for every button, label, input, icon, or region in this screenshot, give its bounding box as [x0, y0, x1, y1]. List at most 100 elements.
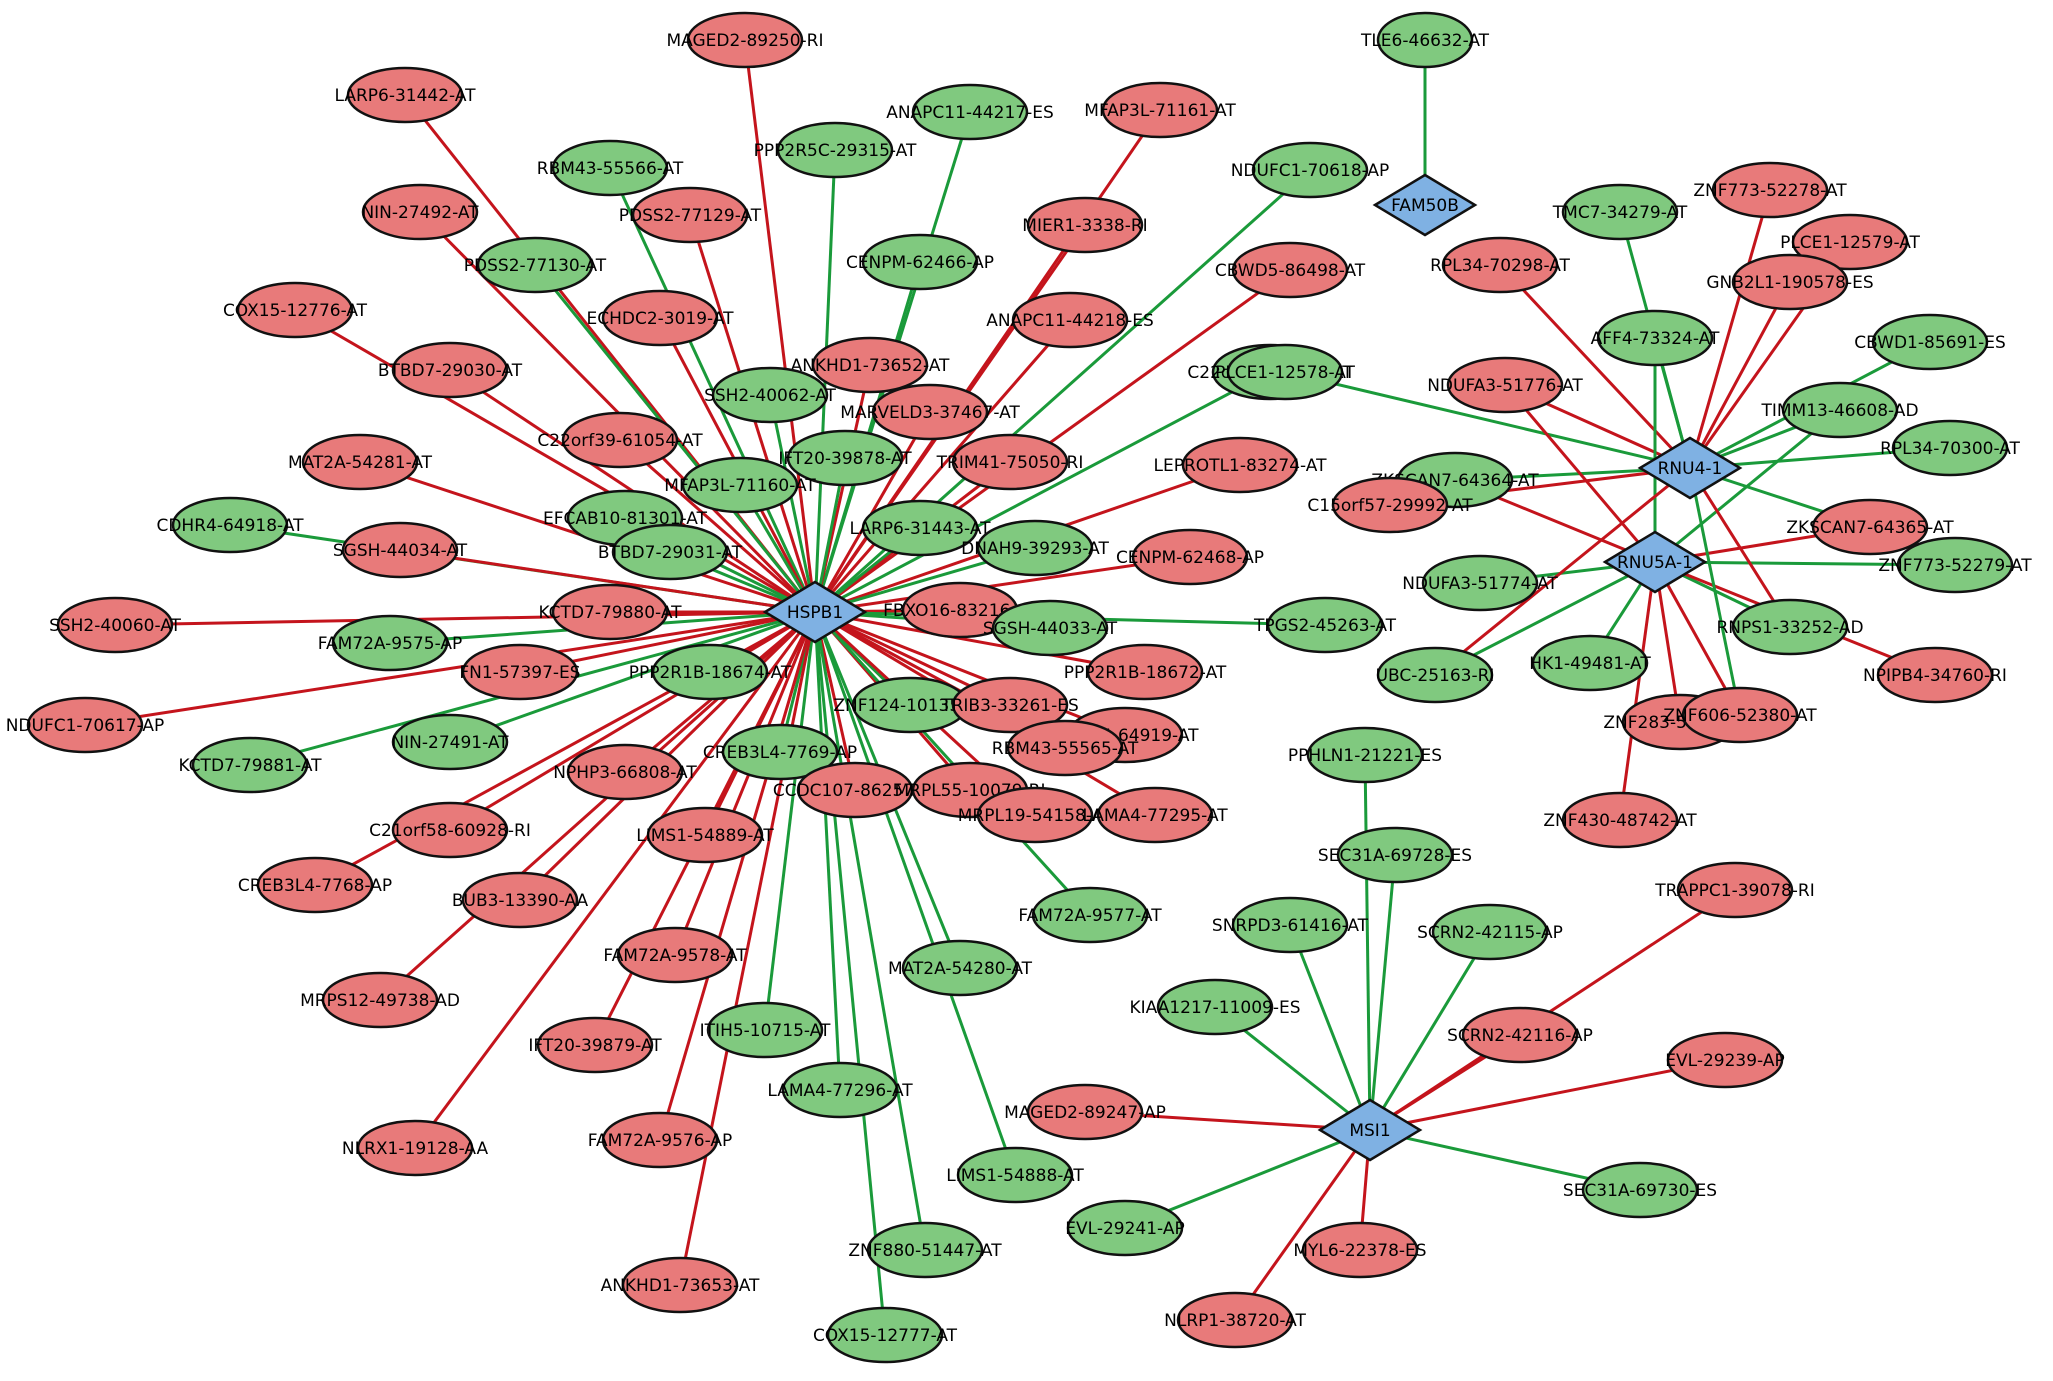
gene-node[interactable]: C21orf58-60928-RI: [369, 801, 531, 859]
gene-node[interactable]: MARVELD3-37467-AT: [840, 383, 1020, 441]
gene-node[interactable]: CDHR4-64918-AT: [156, 496, 304, 554]
gene-node[interactable]: MAGED2-89247-AP: [1004, 1083, 1166, 1141]
gene-node[interactable]: LEPROTL1-83274-AT: [1154, 436, 1328, 494]
gene-node[interactable]: PPHLN1-21221-ES: [1288, 726, 1442, 784]
gene-node[interactable]: COX15-12776-AT: [223, 281, 368, 339]
gene-node[interactable]: MFAP3L-71160-AT: [664, 456, 816, 514]
gene-node[interactable]: MFAP3L-71161-AT: [1084, 81, 1236, 139]
gene-node[interactable]: BTBD7-29030-AT: [378, 341, 523, 399]
hub-node-fam50b[interactable]: FAM50B: [1372, 173, 1478, 237]
gene-node[interactable]: ZNF773-52278-AT: [1693, 161, 1847, 219]
hub-node-msi1[interactable]: MSI1: [1317, 1098, 1423, 1162]
gene-node[interactable]: MAGED2-89250-RI: [667, 11, 824, 69]
gene-node[interactable]: ZNF773-52279-AT: [1878, 536, 2032, 594]
gene-node[interactable]: BTBD7-29031-AT: [598, 523, 743, 581]
gene-node[interactable]: SCRN2-42116-AP: [1447, 1006, 1593, 1064]
gene-node[interactable]: SGSH-44034-AT: [333, 521, 468, 579]
gene-node[interactable]: PPP2R1B-18672-AT: [1064, 643, 1227, 701]
gene-node[interactable]: RBM43-55566-AT: [537, 139, 684, 197]
gene-node[interactable]: DNAH9-39293-AT: [961, 519, 1109, 577]
gene-node[interactable]: FAM72A-9575-AP: [318, 614, 462, 672]
gene-node[interactable]: ANAPC11-44218-ES: [986, 291, 1154, 349]
gene-node[interactable]: PDSS2-77130-AT: [464, 236, 607, 294]
gene-node[interactable]: TRIM41-75050-RI: [936, 433, 1084, 491]
gene-node[interactable]: EVL-29239-AP: [1665, 1031, 1785, 1089]
gene-node[interactable]: ANKHD1-73652-AT: [791, 336, 950, 394]
gene-node[interactable]: CENPM-62468-AP: [1116, 528, 1264, 586]
gene-node[interactable]: LIMS1-54888-AT: [946, 1146, 1084, 1204]
gene-node[interactable]: ZNF430-48742-AT: [1543, 791, 1697, 849]
gene-node[interactable]: FAM72A-9577-AT: [1018, 886, 1162, 944]
gene-node[interactable]: NDUFC1-70617-AP: [6, 696, 165, 754]
gene-node[interactable]: ANKHD1-73653-AT: [601, 1256, 760, 1314]
gene-node[interactable]: NIN-27491-AT: [391, 713, 509, 771]
hub-node-rnu5a-1[interactable]: RNU5A-1: [1602, 530, 1708, 594]
gene-node[interactable]: NLRP1-38720-AT: [1164, 1291, 1306, 1349]
gene-node[interactable]: ZNF124-10135-AT: [833, 676, 987, 734]
gene-node[interactable]: LAMA4-77295-AT: [1082, 786, 1228, 844]
gene-node[interactable]: IFT20-39879-AT: [528, 1016, 662, 1074]
gene-node[interactable]: NLRX1-19128-AA: [342, 1119, 489, 1177]
gene-node[interactable]: SCRN2-42115-AP: [1417, 903, 1563, 961]
gene-node[interactable]: TLE6-46632-AT: [1360, 11, 1490, 69]
gene-node[interactable]: NDUFA3-51776-AT: [1427, 356, 1583, 414]
gene-node[interactable]: ANAPC11-44217-ES: [886, 83, 1054, 141]
gene-node[interactable]: SEC31A-69728-ES: [1318, 826, 1472, 884]
gene-node[interactable]: FAM72A-9578-AT: [603, 926, 747, 984]
gene-node[interactable]: LAMA4-77296-AT: [767, 1061, 913, 1119]
gene-node[interactable]: C22orf39-61054-AT: [537, 411, 703, 469]
gene-node[interactable]: UBC-25163-RI: [1376, 646, 1495, 704]
gene-node[interactable]: RPL34-70298-AT: [1430, 236, 1571, 294]
gene-node[interactable]: RNPS1-33252-AD: [1716, 598, 1864, 656]
gene-node[interactable]: SEC31A-69730-ES: [1563, 1161, 1717, 1219]
gene-node[interactable]: SNRPD3-61416-AT: [1212, 896, 1369, 954]
gene-node[interactable]: AFF4-73324-AT: [1591, 309, 1720, 367]
gene-node[interactable]: NPHP3-66808-AT: [553, 743, 697, 801]
gene-node[interactable]: CREB3L4-7769-AP: [703, 723, 857, 781]
gene-node[interactable]: PLCE1-12578-AT: [1215, 343, 1356, 401]
gene-node[interactable]: LARP6-31442-AT: [334, 66, 476, 124]
gene-node[interactable]: TIMM13-46608-AD: [1760, 381, 1919, 439]
gene-node[interactable]: SGSH-44033-AT: [983, 599, 1118, 657]
gene-node[interactable]: SSH2-40062-AT: [704, 366, 837, 424]
gene-node[interactable]: MYL6-22378-ES: [1293, 1221, 1427, 1279]
gene-node[interactable]: ECHDC2-3019-AT: [586, 289, 734, 347]
gene-node[interactable]: ZKSCAN7-64365-AT: [1786, 498, 1954, 556]
gene-node[interactable]: C15orf57-29992-AT: [1307, 476, 1473, 534]
gene-node[interactable]: TRIB3-33261-ES: [940, 676, 1079, 734]
gene-node[interactable]: NPIPB4-34760-RI: [1863, 646, 2007, 704]
gene-node[interactable]: TPGS2-45263-AT: [1253, 596, 1397, 654]
gene-node[interactable]: MIER1-3338-RI: [1022, 196, 1148, 254]
gene-node[interactable]: COX15-12777-AT: [813, 1306, 958, 1364]
gene-node[interactable]: KCTD7-79880-AT: [538, 583, 682, 641]
gene-node[interactable]: TMC7-34279-AT: [1552, 183, 1688, 241]
gene-node[interactable]: LIMS1-54889-AT: [636, 806, 774, 864]
gene-node[interactable]: RPL34-70300-AT: [1880, 419, 2021, 477]
gene-node[interactable]: HK1-49481-AT: [1529, 634, 1651, 692]
gene-node[interactable]: PPP2R5C-29315-AT: [754, 121, 917, 179]
gene-node[interactable]: RBM43-55565-AT: [992, 719, 1139, 777]
gene-node[interactable]: CREB3L4-7768-AP: [238, 856, 392, 914]
gene-node[interactable]: EVL-29241-AP: [1065, 1199, 1185, 1257]
gene-node[interactable]: CENPM-62466-AP: [846, 233, 994, 291]
gene-node[interactable]: KCTD7-79881-AT: [178, 736, 322, 794]
gene-node[interactable]: GNB2L1-190578-ES: [1706, 253, 1874, 311]
gene-node[interactable]: FN1-57397-ES: [459, 643, 581, 701]
gene-node[interactable]: SSH2-40060-AT: [49, 596, 182, 654]
gene-node[interactable]: MRPS12-49738-AD: [300, 971, 460, 1029]
gene-node[interactable]: ZNF606-52380-AT: [1663, 686, 1817, 744]
gene-node[interactable]: NIN-27492-AT: [361, 183, 479, 241]
gene-node[interactable]: ZNF880-51447-AT: [848, 1221, 1002, 1279]
gene-node[interactable]: NDUFA3-51774-AT: [1402, 554, 1558, 612]
gene-node[interactable]: PDSS2-77129-AT: [619, 186, 762, 244]
hub-node-hspb1[interactable]: HSPB1: [762, 580, 868, 644]
gene-node[interactable]: MAT2A-54280-AT: [888, 939, 1033, 997]
gene-node[interactable]: MRPL19-54158-AT: [958, 786, 1113, 844]
gene-node[interactable]: ITIH5-10715-AT: [700, 1001, 831, 1059]
gene-node[interactable]: NDUFC1-70618-AP: [1231, 141, 1390, 199]
gene-node[interactable]: KIAA1217-11009-ES: [1129, 978, 1301, 1036]
gene-node[interactable]: FAM72A-9576-AP: [588, 1111, 732, 1169]
gene-node[interactable]: PPP2R1B-18674-AT: [629, 643, 792, 701]
gene-node[interactable]: BUB3-13390-AA: [452, 871, 589, 929]
gene-node[interactable]: LARP6-31443-AT: [849, 499, 991, 557]
